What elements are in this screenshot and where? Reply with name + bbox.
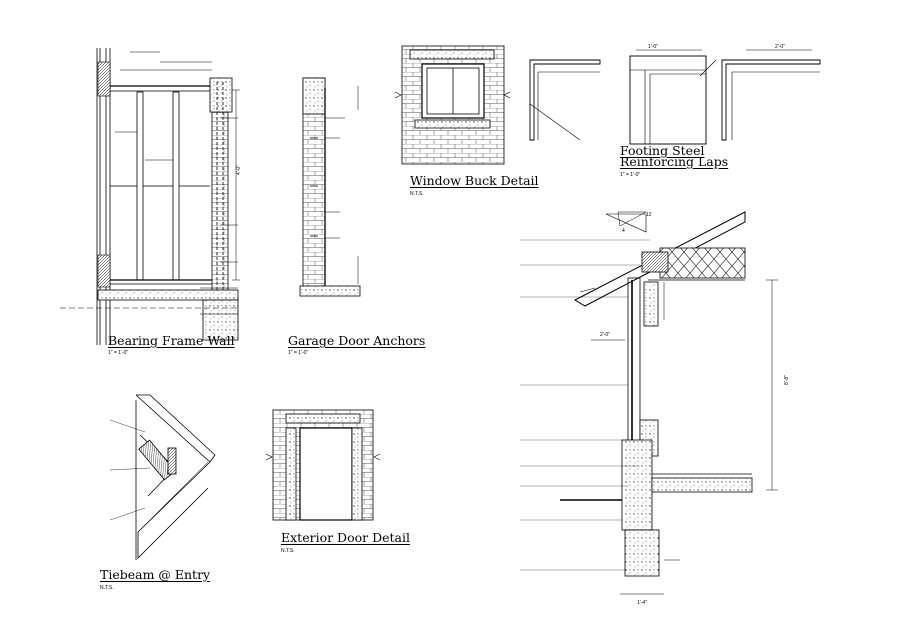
footing-steel-scale: 1" = 1'-0" (620, 172, 641, 178)
tiebeam-scale: N.T.S. (100, 585, 114, 591)
window-buck-title: Window Buck Detail (410, 173, 539, 188)
tiebeam-drawing (109, 394, 216, 560)
garage-door-anchors-title: Garage Door Anchors (288, 333, 426, 348)
wall-section-drawing (520, 211, 778, 595)
dim-overhang: 2'-0" (600, 332, 610, 338)
dim-footing-width: 1'-4" (637, 600, 647, 606)
bearing-frame-wall-scale: 1" = 1'-0" (108, 350, 129, 356)
footing-steel-title: Footing Steel Reinforcing Laps (620, 143, 729, 169)
window-buck-drawing (394, 45, 511, 165)
footing-steel-title-line2: Reinforcing Laps (620, 154, 729, 169)
bearing-frame-wall-drawing (60, 48, 240, 345)
exterior-door-scale: N.T.S. (281, 548, 295, 554)
garage-door-anchors-scale: 1" = 1'-0" (288, 350, 309, 356)
dim-lap: 1'-0" (648, 44, 658, 50)
window-buck-scale: N.T.S. (410, 191, 424, 197)
footing-steel-title-line1: Footing Steel (620, 143, 705, 158)
footing-steel-drawing (529, 49, 821, 145)
tiebeam-title: Tiebeam @ Entry (100, 567, 211, 582)
exterior-door-title: Exterior Door Detail (281, 530, 410, 545)
exterior-door-drawing (265, 409, 381, 521)
dim-slope-run: 12 (646, 212, 652, 218)
dim-lap2: 2'-0" (775, 44, 785, 50)
dim-window-height: 4'-0" (236, 165, 242, 175)
dim-section-height: 8'-8" (784, 375, 790, 385)
dim-slope-rise: 4 (622, 228, 625, 234)
bearing-frame-wall-title: Bearing Frame Wall (108, 333, 235, 348)
garage-door-anchors-drawing (299, 77, 361, 297)
